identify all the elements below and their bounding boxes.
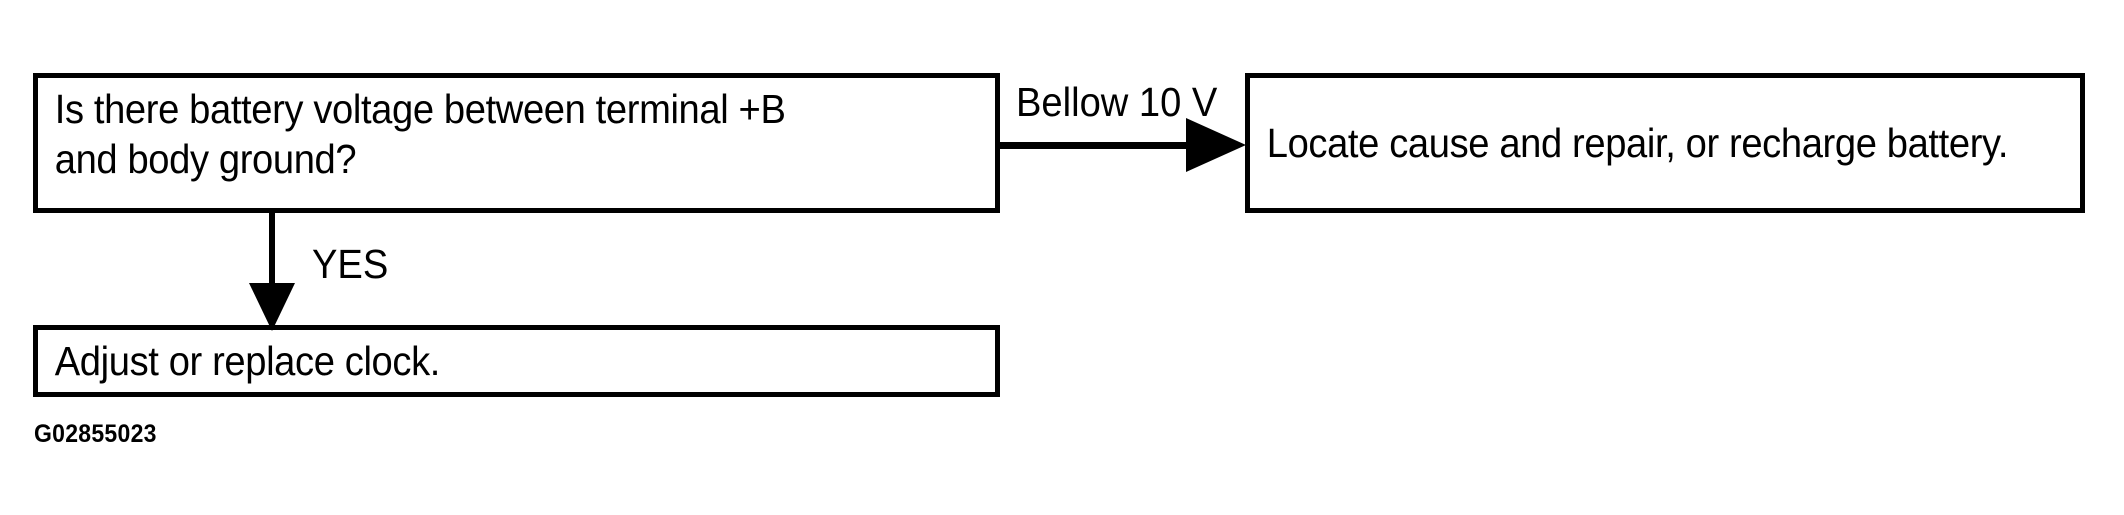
arrowhead-down-icon bbox=[249, 283, 295, 331]
flow-node-decision-label: Is there battery voltage between termina… bbox=[54, 86, 786, 182]
figure-id-caption: G02855023 bbox=[34, 420, 157, 448]
connector-decision-to-clock-line bbox=[269, 212, 275, 297]
edge-label-bellow-10v: Bellow 10 V bbox=[1016, 79, 1218, 125]
edge-label-yes: YES bbox=[312, 241, 389, 287]
flow-node-repair[interactable]: Locate cause and repair, or recharge bat… bbox=[1245, 73, 2085, 213]
flow-node-repair-label: Locate cause and repair, or recharge bat… bbox=[1266, 120, 2009, 166]
arrowhead-right-icon bbox=[1186, 118, 1246, 172]
flow-node-decision[interactable]: Is there battery voltage between termina… bbox=[33, 73, 1000, 213]
flow-node-clock-label: Adjust or replace clock. bbox=[54, 338, 441, 384]
connector-decision-to-repair-line bbox=[1000, 142, 1200, 149]
flow-node-clock[interactable]: Adjust or replace clock. bbox=[33, 325, 1000, 397]
